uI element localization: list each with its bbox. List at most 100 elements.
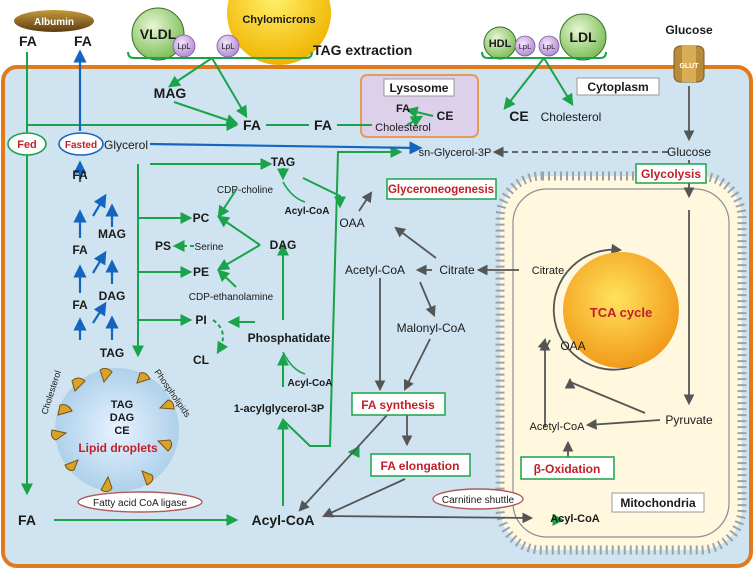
arrows-gray [298,86,695,524]
vldl-bracket [127,51,313,59]
lipolysis-fa-3: FA [72,298,88,312]
lipolysis-fa-2: FA [72,243,88,257]
chylomicron-icon [227,0,331,65]
acyl-coa-side-arrow-2 [282,351,306,375]
ldl-label: LDL [569,29,597,45]
ce-label: CE [509,108,528,124]
fa-mid-1: FA [243,117,261,133]
fatty-acid-coa-ligase-badge [77,491,203,513]
lipolysis-fa-1: FA [72,168,88,182]
lipid-tag: TAG [271,155,295,169]
droplet-dag: DAG [110,412,134,424]
lysosome-label-box [383,78,455,97]
lipolysis-dag: DAG [99,289,126,303]
mitochondria-label: Mitochondria [620,496,696,510]
lipolysis-tag: TAG [100,346,124,360]
hdl-label: HDL [489,38,512,50]
phosphatidate-label: Phosphatidate [248,331,331,345]
glycerol-label: Glycerol [104,138,148,152]
droplet-title: Lipid droplets [78,441,158,455]
beta-oxidation-box [520,456,615,480]
glucose-external: Glucose [665,23,713,37]
mitochondria-label-box [611,492,705,513]
lysosome-cholesterol: Cholesterol [375,122,431,134]
malonyl-coa: Malonyl-CoA [397,321,466,335]
tca-cycle-label: TCA cycle [590,305,652,320]
serine-label: Serine [195,242,224,253]
fa-mid-2: FA [314,117,332,133]
fed-badge [7,132,47,156]
droplet-tag: TAG [111,399,133,411]
citrate-mito: Citrate [532,265,564,277]
citrate-cytoplasm: Citrate [439,263,475,277]
acyl-coa-label-2: Acyl-CoA [287,378,332,389]
fa-external-left: FA [19,33,37,49]
cl-label: CL [193,353,209,367]
lpl-label-3: LpL [519,42,532,51]
acyl-coa-mito: Acyl-CoA [550,513,600,525]
glycolysis-label: Glycolysis [641,167,701,181]
tag-extraction-label: TAG extraction [313,42,412,58]
acetyl-coa-mito: Acetyl-CoA [529,421,585,433]
pc-label: PC [193,211,210,225]
cytoplasm-label-box [576,77,660,96]
glycolysis-box [635,163,707,184]
lysosome-fa: FA [396,103,410,115]
vldl-label: VLDL [140,26,177,42]
sn-glycerol-3p: sn-Glycerol-3P [419,147,492,159]
mag-top: MAG [154,85,187,101]
fasted-badge [58,132,104,156]
fa-elongation-label: FA elongation [381,459,460,473]
glucose-internal: Glucose [667,145,711,159]
ldl-icon [559,13,607,61]
oaa-mito: OAA [560,339,585,353]
pi-label: PI [195,313,206,327]
glyceroneogenesis-box [386,178,497,200]
glut-transporter-icon [673,45,705,83]
pe-label: PE [193,265,209,279]
fa-elongation-box [370,453,471,477]
acetyl-coa-cytoplasm: Acetyl-CoA [345,263,405,277]
chylomicrons-label: Chylomicrons [242,14,315,26]
fa-external-right: FA [74,33,92,49]
lipid-droplet [51,367,179,493]
beta-oxidation-label: β-Oxidation [534,462,601,476]
dag-label: DAG [270,238,297,252]
oaa-cytoplasm: OAA [339,216,364,230]
acyl-coa-label-1: Acyl-CoA [284,206,329,217]
fasted-label: Fasted [65,140,97,151]
glyceroneogenesis-label: Glyceroneogenesis [388,184,494,196]
cytoplasm-label: Cytoplasm [587,80,648,94]
acylglycerol-label: 1-acylglycerol-3P [234,403,325,415]
glut-label: GLUT [679,63,699,70]
lpl-icon [514,35,536,57]
lysosome-label: Lysosome [390,81,449,95]
acyl-coa-bottom: Acyl-CoA [251,512,314,528]
lpl-label-2: LpL [221,42,235,51]
carnitine-shuttle-badge [432,488,524,510]
fa-synthesis-box [351,392,446,416]
fed-label: Fed [17,139,37,151]
pyruvate-label: Pyruvate [665,413,713,427]
vldl-icon [131,7,185,61]
cholesterol-label: Cholesterol [541,110,602,124]
arrows-green-dashed [172,240,229,355]
fa-synthesis-label: FA synthesis [361,398,435,412]
acyl-coa-side-arrow-1 [282,181,306,203]
fa-bottom: FA [18,512,36,528]
lpl-label-1: LpL [177,42,191,51]
albumin-label: Albumin [34,17,74,28]
lpl-label-4: LpL [543,42,556,51]
lpl-icon [538,35,560,57]
carnitine-shuttle-label: Carnitine shuttle [442,495,515,506]
arrows-blue [73,49,423,340]
lysosome-ce: CE [437,109,454,123]
lipolysis-mag: MAG [98,227,126,241]
fatty-acid-coa-ligase-label: Fatty acid CoA ligase [93,498,187,509]
albumin-icon [14,10,94,32]
tca-cycle-sun [563,252,679,368]
cdp-ethanolamine-label: CDP-ethanolamine [189,292,274,303]
droplet-ce: CE [114,425,129,437]
ps-label: PS [155,239,171,253]
